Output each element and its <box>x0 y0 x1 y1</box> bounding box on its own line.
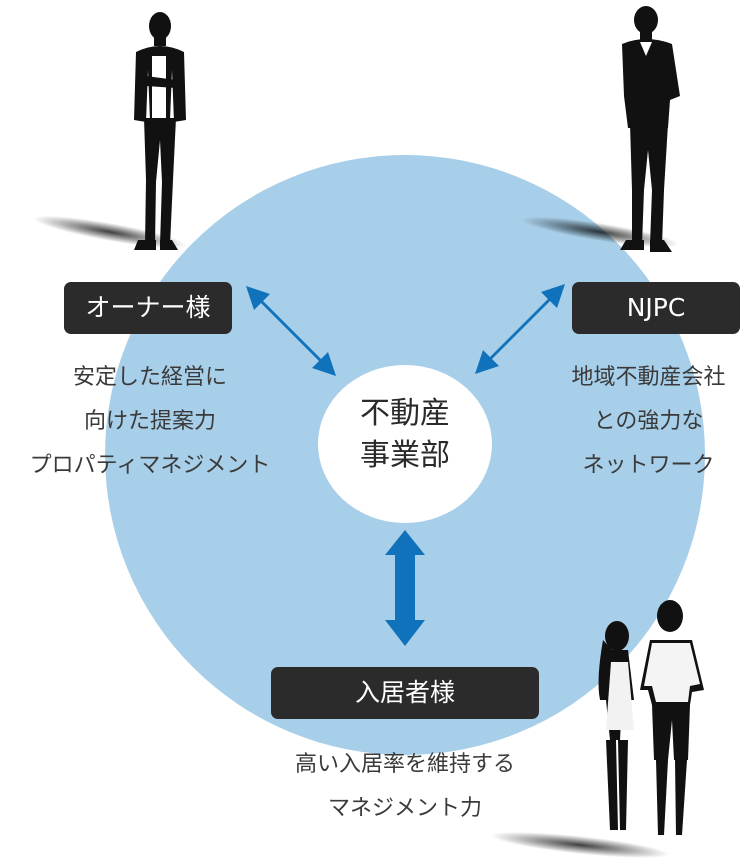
man-tshirt <box>644 643 700 702</box>
owner-label: オーナー様 <box>64 282 232 334</box>
residents-description-line: 高い入居率を維持する <box>294 752 515 777</box>
owner-description: 安定した経営に 向けた提案力 プロパティマネジメント <box>0 356 300 488</box>
owner-description-line: プロパティマネジメント <box>29 453 271 478</box>
njpc-collar <box>640 42 652 56</box>
njpc-description-line: ネットワーク <box>582 453 715 478</box>
center-label-line-1: 不動産 <box>360 396 450 431</box>
arrow-njpc <box>475 284 565 374</box>
residents-description: 高い入居率を維持する マネジメント力 <box>240 743 570 831</box>
njpc-silhouette <box>620 6 680 252</box>
njpc-description-line: との強力な <box>593 409 704 434</box>
owner-shirt <box>152 56 166 118</box>
owner-description-line: 向けた提案力 <box>83 409 216 434</box>
woman-dress <box>606 662 634 730</box>
residents-description-line: マネジメント力 <box>327 796 482 821</box>
owner-silhouette <box>134 12 186 250</box>
owner-description-line: 安定した経営に <box>72 365 227 390</box>
arrow-owner <box>246 286 336 376</box>
njpc-description-line: 地域不動産会社 <box>571 365 726 390</box>
couple-shadow <box>490 832 670 858</box>
center-label-line-2: 事業部 <box>360 438 450 473</box>
njpc-description: 地域不動産会社 との強力な ネットワーク <box>546 356 751 488</box>
owner-arm-cross <box>146 76 176 88</box>
arrow-residents <box>385 530 425 646</box>
residents-label: 入居者様 <box>271 667 539 719</box>
center-circle <box>318 365 492 523</box>
center-label: 不動産 事業部 <box>318 393 492 477</box>
njpc-label: NJPC <box>572 282 740 334</box>
